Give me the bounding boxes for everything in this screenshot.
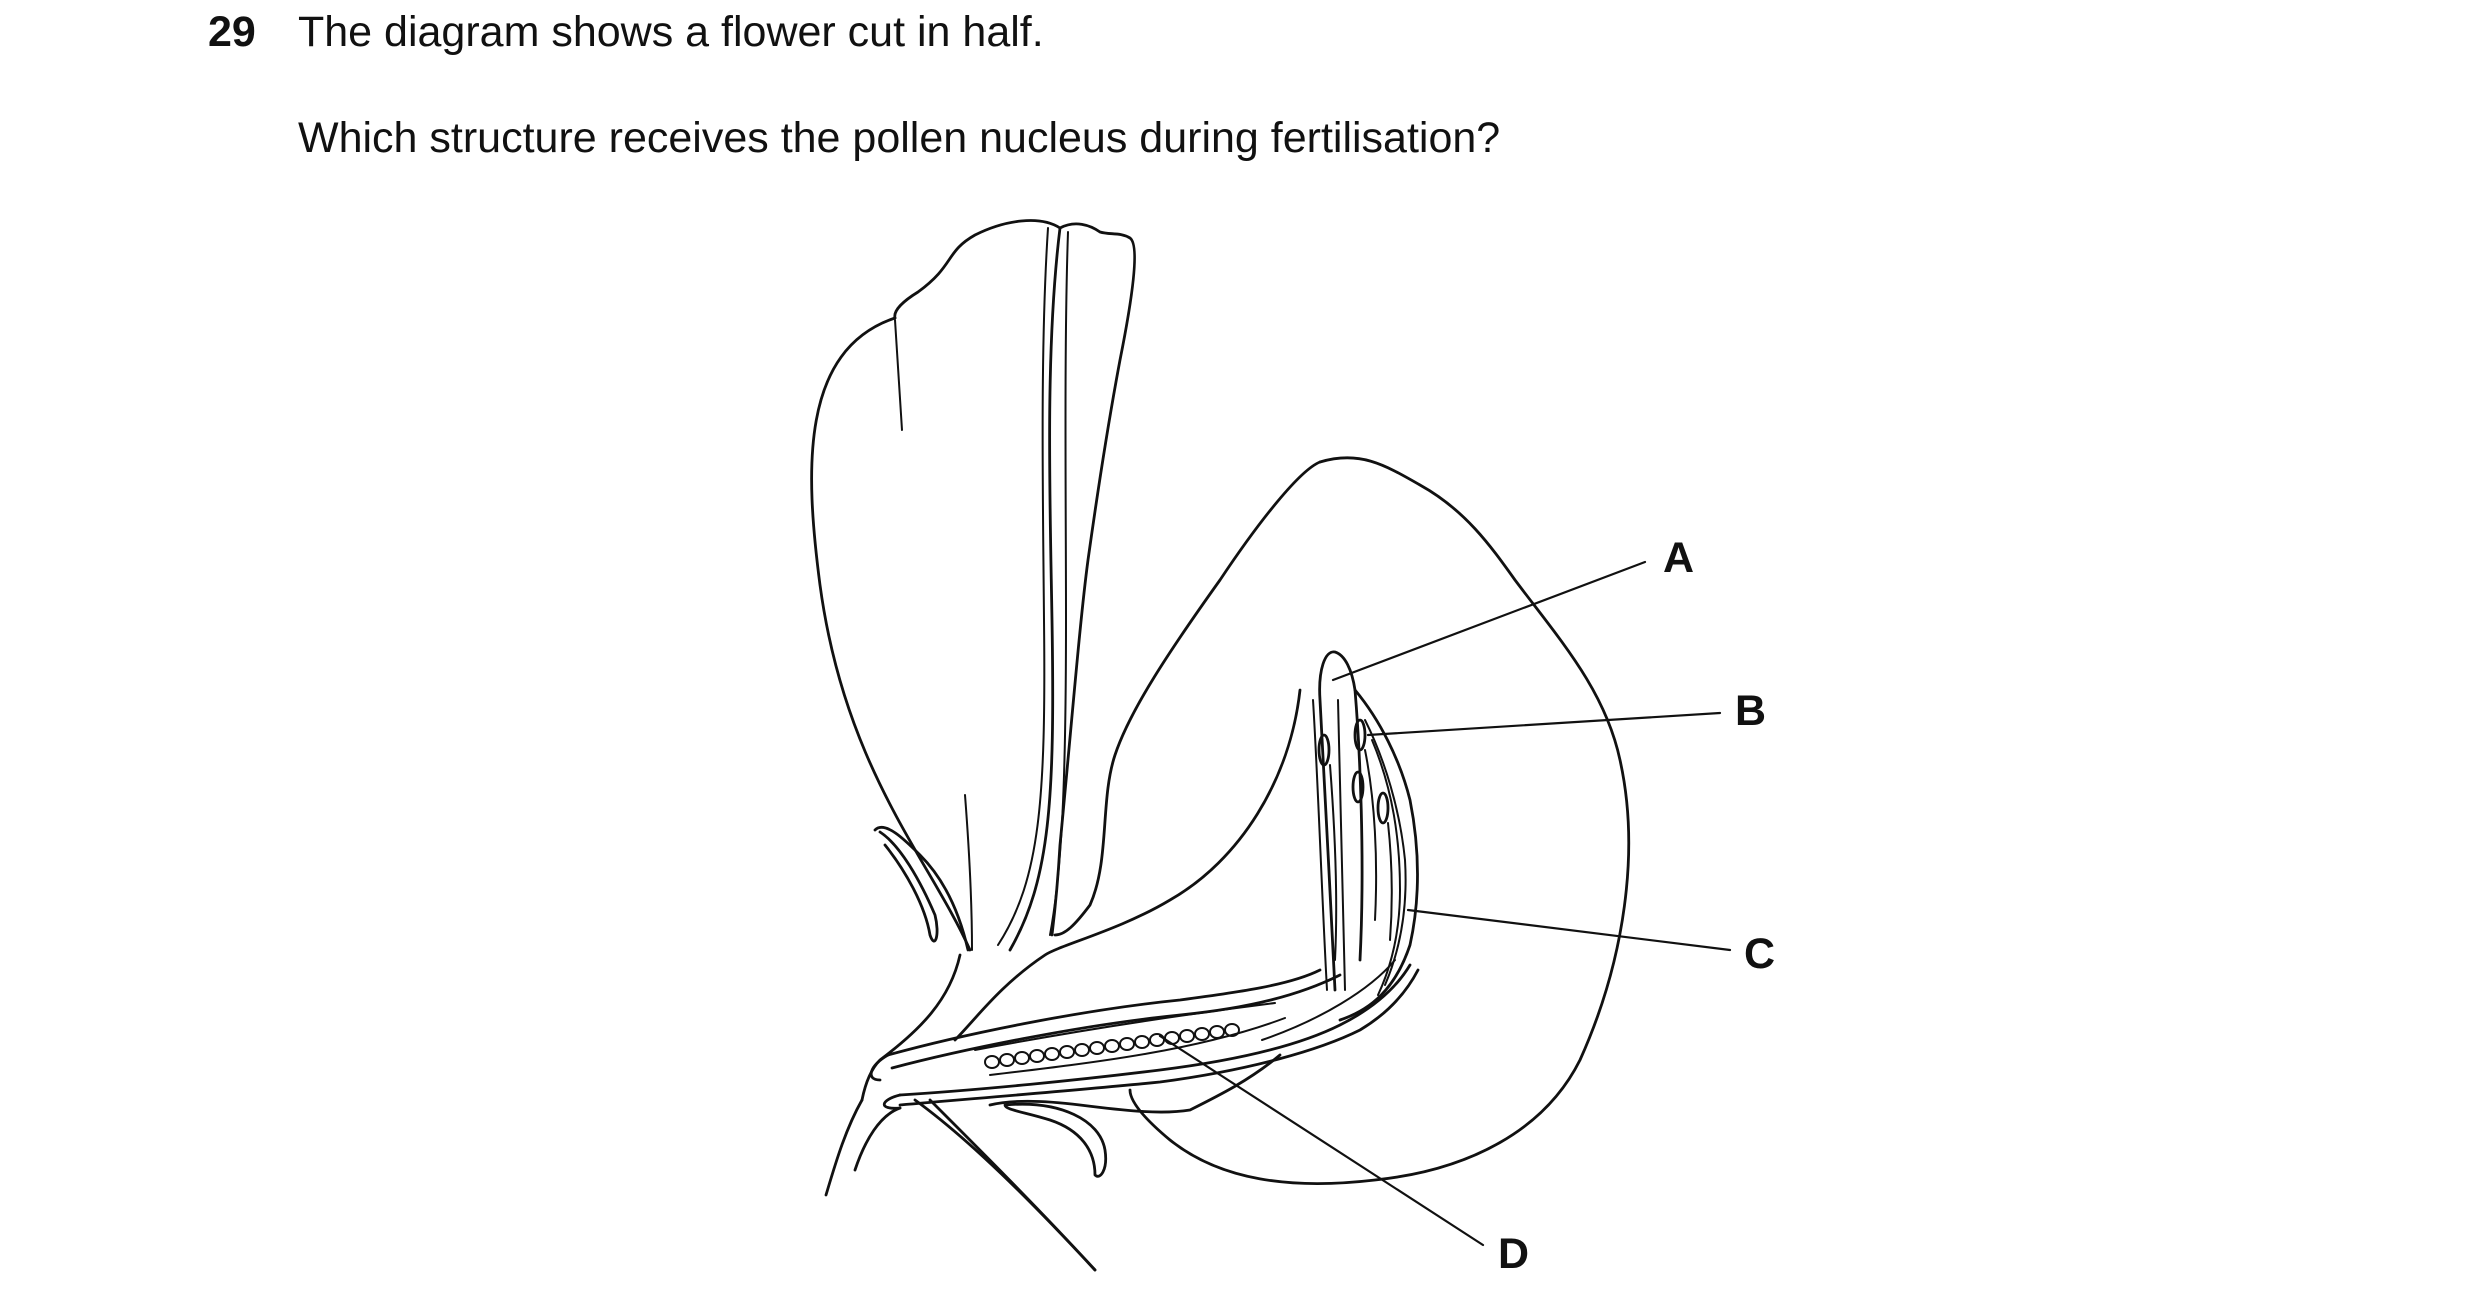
question-number: 29 [208, 8, 256, 56]
keel-petal [1053, 456, 1631, 1185]
label-d: D [1498, 1230, 1529, 1278]
question-stem: The diagram shows a flower cut in half. [298, 8, 1044, 56]
leader-line-d [1158, 1034, 1485, 1247]
label-c: C [1744, 930, 1775, 978]
anthers [1317, 718, 1393, 961]
label-a: A [1663, 534, 1694, 582]
central-petal [997, 222, 1136, 952]
wing-petal [953, 688, 1302, 1114]
leader-line-c [1406, 908, 1732, 952]
ovules [984, 1023, 1240, 1069]
label-leaders [1158, 560, 1732, 1247]
leader-line-a [1331, 560, 1647, 682]
leader-line-b [1366, 711, 1722, 737]
pistil [1312, 650, 1419, 1022]
sepal-curl [860, 826, 970, 1102]
ovary [886, 959, 1420, 1107]
label-b: B [1735, 687, 1766, 735]
receptacle-stalk [824, 1053, 1108, 1272]
question-prompt: Which structure receives the pollen nucl… [298, 114, 1501, 162]
left-petal [810, 219, 1062, 952]
